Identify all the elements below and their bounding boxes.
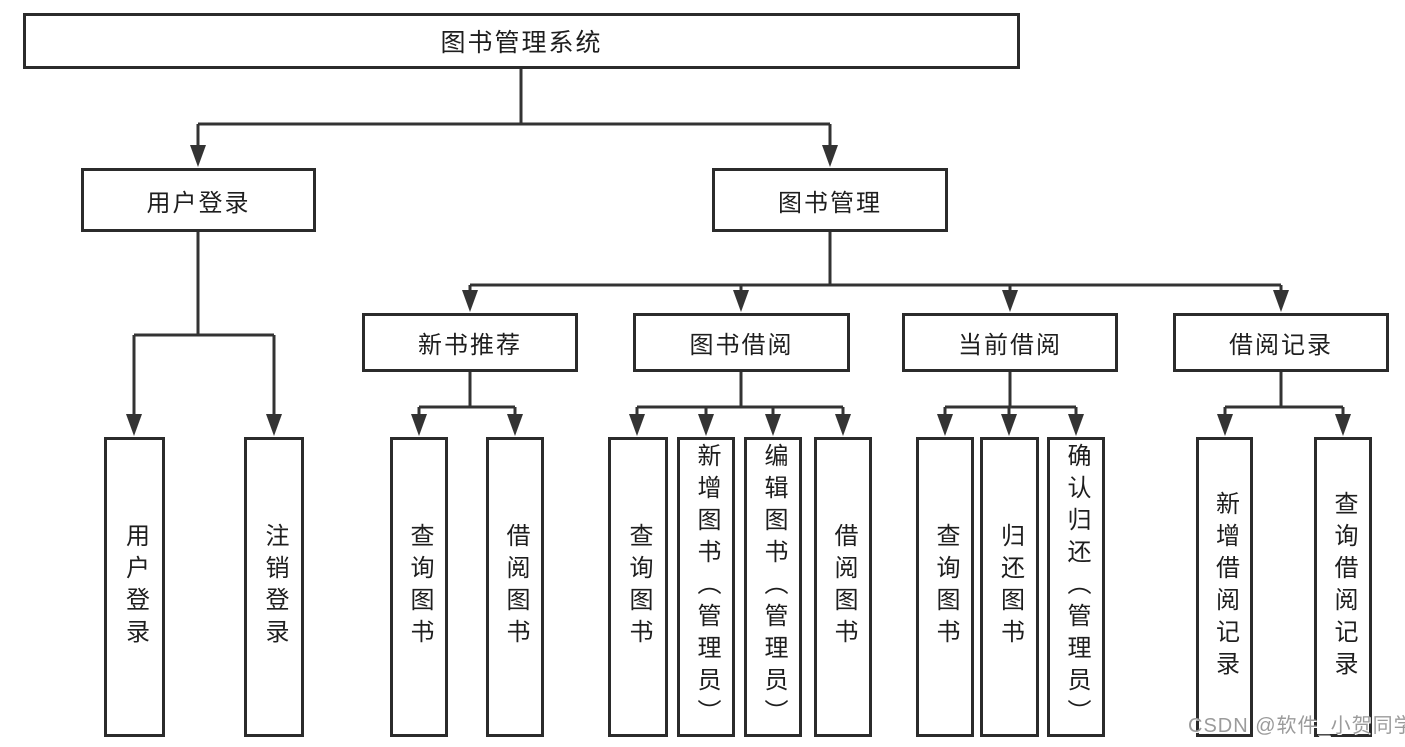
node-root-system: 图书管理系统 xyxy=(23,13,1020,69)
leaf-edit-book-admin-label: 编辑图书（管理员） xyxy=(760,443,787,731)
leaf-query-book-3: 查询图书 xyxy=(916,437,974,737)
arrowheads xyxy=(126,145,1351,436)
node-new-book-recommend: 新书推荐 xyxy=(362,313,578,372)
node-current-borrow: 当前借阅 xyxy=(902,313,1118,372)
leaf-borrow-book-2-label: 借阅图书 xyxy=(830,523,857,651)
leaf-add-borrow-record: 新增借阅记录 xyxy=(1196,437,1253,737)
leaf-return-book: 归还图书 xyxy=(980,437,1039,737)
leaf-query-borrow-record-label: 查询借阅记录 xyxy=(1330,491,1357,683)
leaf-logout: 注销登录 xyxy=(244,437,304,737)
leaf-add-book-admin-label: 新增图书（管理员） xyxy=(693,443,720,731)
leaf-user-login-label: 用户登录 xyxy=(121,523,149,651)
leaf-add-book-admin: 新增图书（管理员） xyxy=(677,437,735,737)
leaf-user-login: 用户登录 xyxy=(104,437,165,737)
leaf-borrow-book-2: 借阅图书 xyxy=(814,437,872,737)
node-borrow-record: 借阅记录 xyxy=(1173,313,1389,372)
leaf-confirm-return-admin: 确认归还（管理员） xyxy=(1047,437,1105,737)
leaf-borrow-book-1-label: 借阅图书 xyxy=(502,523,529,651)
leaf-query-borrow-record: 查询借阅记录 xyxy=(1314,437,1372,737)
leaf-confirm-return-admin-label: 确认归还（管理员） xyxy=(1063,443,1090,731)
leaf-query-book-3-label: 查询图书 xyxy=(932,523,959,651)
leaf-edit-book-admin: 编辑图书（管理员） xyxy=(744,437,802,737)
leaf-query-book-1: 查询图书 xyxy=(390,437,448,737)
leaf-borrow-book-1: 借阅图书 xyxy=(486,437,544,737)
csdn-watermark: CSDN @软件_小贺同学 xyxy=(1188,715,1405,737)
node-book-borrow: 图书借阅 xyxy=(633,313,850,372)
leaf-query-book-2-label: 查询图书 xyxy=(625,523,652,651)
node-book-management: 图书管理 xyxy=(712,168,948,232)
leaf-add-borrow-record-label: 新增借阅记录 xyxy=(1211,491,1239,683)
leaf-query-book-1-label: 查询图书 xyxy=(406,523,433,651)
leaf-logout-label: 注销登录 xyxy=(261,523,288,651)
leaf-query-book-2: 查询图书 xyxy=(608,437,668,737)
node-user-login: 用户登录 xyxy=(81,168,316,232)
leaf-return-book-label: 归还图书 xyxy=(996,523,1024,651)
